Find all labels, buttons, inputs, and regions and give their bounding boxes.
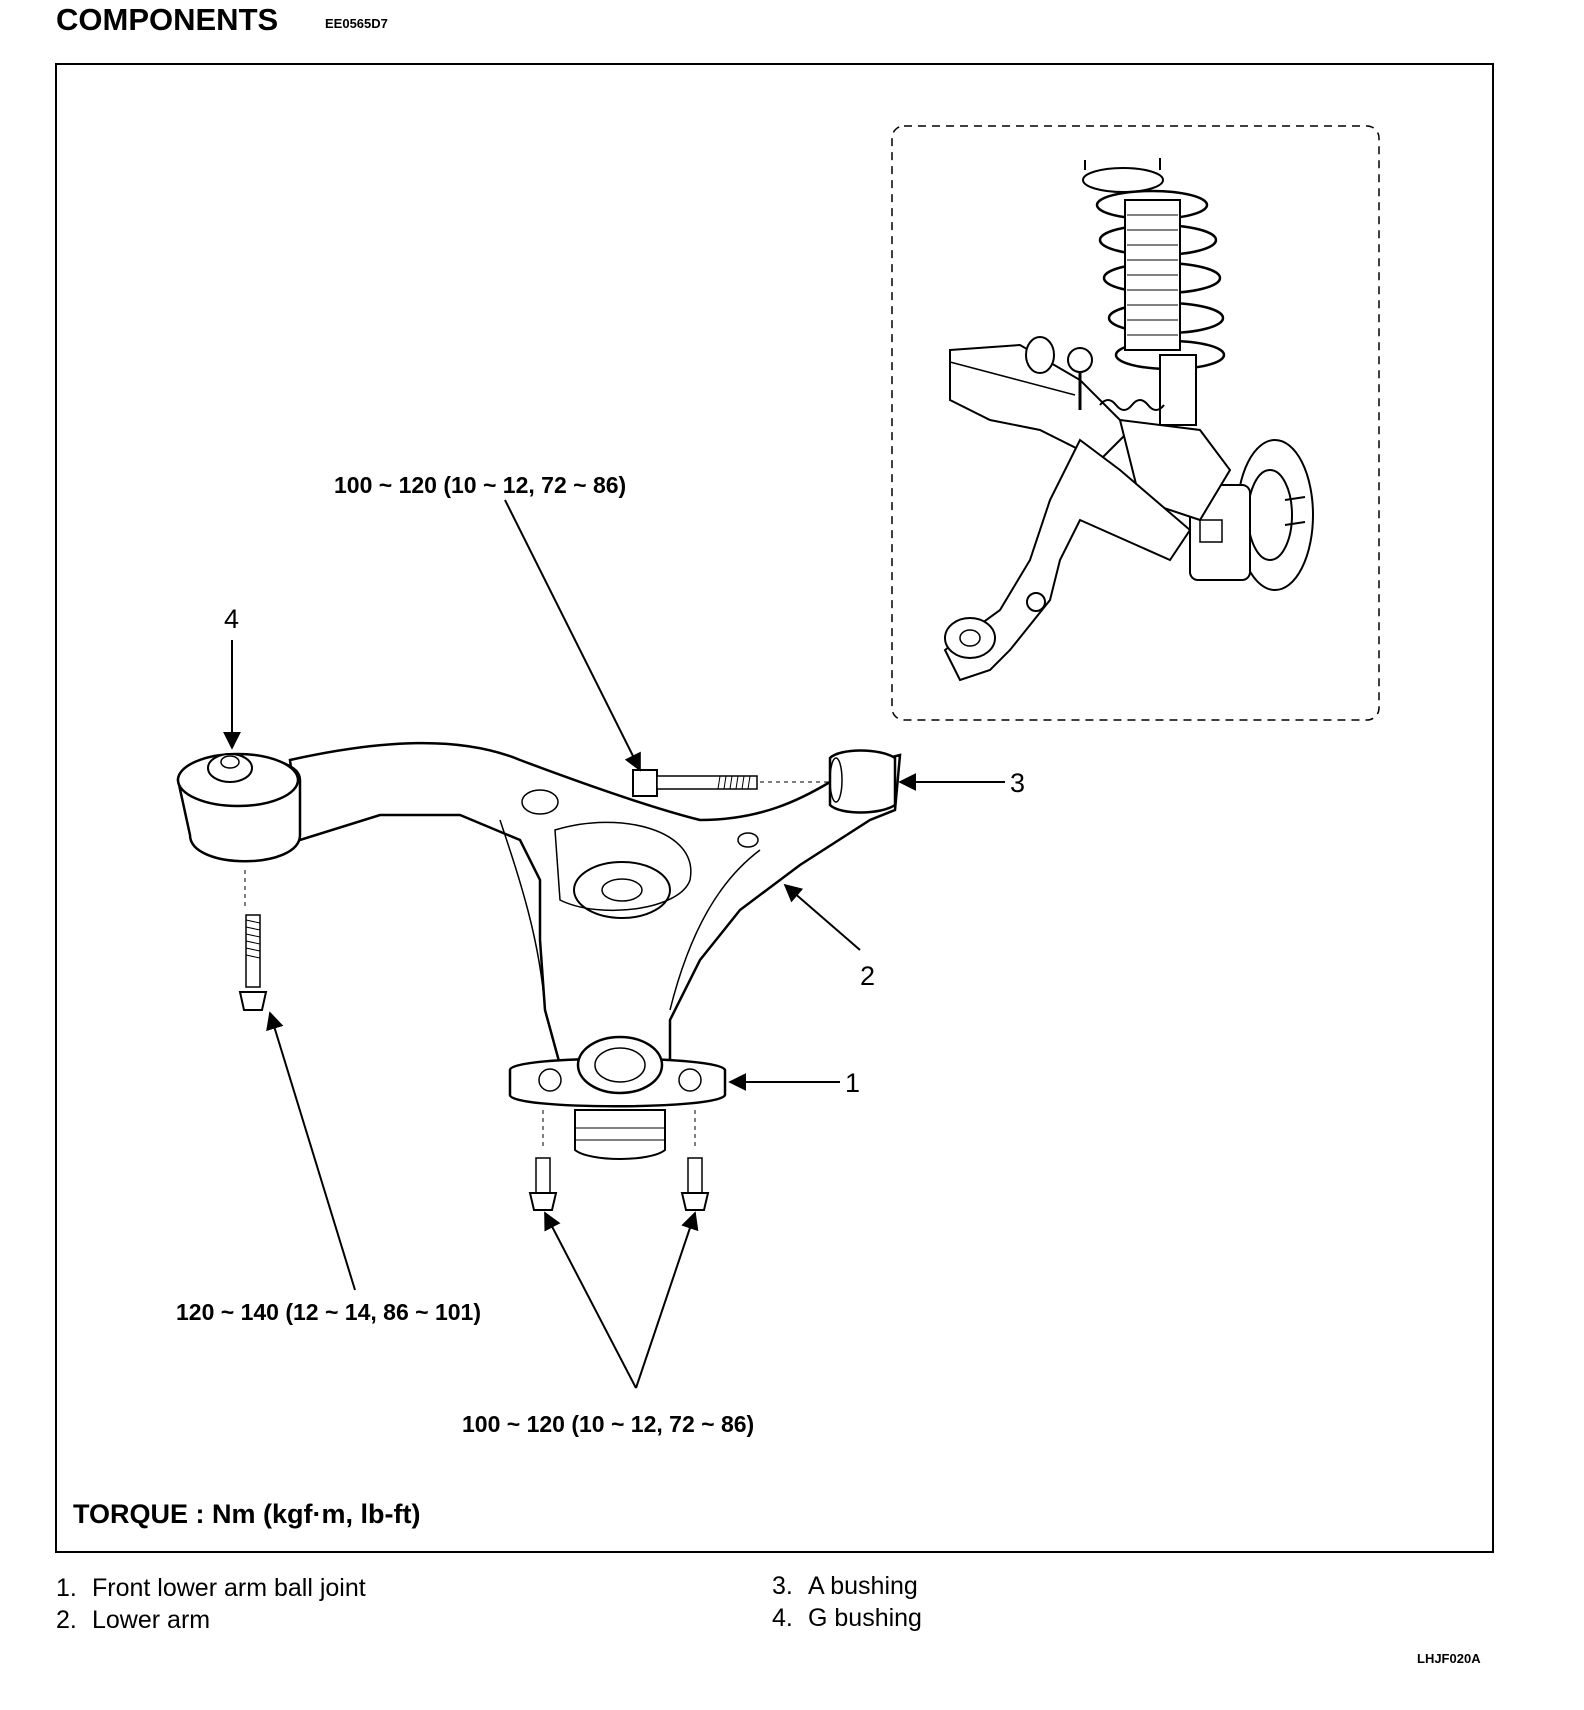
torque-units-note: TORQUE : Nm (kgf·m, lb-ft) — [73, 1499, 420, 1529]
legend-text: G bushing — [808, 1604, 922, 1632]
callout-3: 3 — [1010, 768, 1025, 798]
torque-leader-ball-joint-right — [635, 1211, 699, 1389]
legend-item-3: 3. A bushing — [772, 1572, 918, 1601]
figure-frame — [55, 63, 1494, 1553]
legend-item-2: 2. Lower arm — [56, 1606, 210, 1635]
legend-number: 2. — [56, 1606, 77, 1634]
g-bushing-bolt — [238, 914, 268, 1011]
g-bushing — [176, 752, 302, 910]
legend-item-4: 4. G bushing — [772, 1604, 922, 1633]
legend-number: 3. — [772, 1572, 793, 1600]
lower-arm — [288, 741, 902, 1067]
callout-1: 1 — [845, 1068, 860, 1098]
torque-leader-ball-joint-left — [544, 1211, 637, 1389]
torque-leader-a-bushing — [504, 499, 641, 772]
document-code: EE0565D7 — [325, 16, 388, 31]
a-bushing — [828, 749, 897, 814]
ball-joint-bolt-right — [680, 1110, 710, 1211]
callout-4: 4 — [224, 604, 239, 634]
callout-2-leader — [783, 883, 861, 951]
legend-item-1: 1. Front lower arm ball joint — [56, 1574, 366, 1603]
legend-text: A bushing — [808, 1572, 918, 1600]
torque-label-ball-joint: 100 ~ 120 (10 ~ 12, 72 ~ 86) — [462, 1411, 754, 1437]
figure-code: LHJF020A — [1417, 1651, 1481, 1666]
legend-text: Lower arm — [92, 1606, 211, 1634]
ball-joint — [508, 1035, 727, 1160]
callout-2: 2 — [860, 961, 875, 991]
legend-number: 4. — [772, 1604, 793, 1632]
torque-label-a-bushing: 100 ~ 120 (10 ~ 12, 72 ~ 86) — [334, 472, 626, 498]
page-title: COMPONENTS — [56, 2, 279, 37]
legend-text: Front lower arm ball joint — [92, 1574, 366, 1602]
ball-joint-bolt-left — [528, 1110, 558, 1211]
torque-leader-g-bushing — [266, 1011, 356, 1291]
legend-number: 1. — [56, 1574, 77, 1602]
a-bushing-bolt — [632, 769, 830, 797]
torque-label-g-bushing: 120 ~ 140 (12 ~ 14, 86 ~ 101) — [176, 1299, 481, 1325]
inset-strut-assembly — [891, 125, 1380, 721]
